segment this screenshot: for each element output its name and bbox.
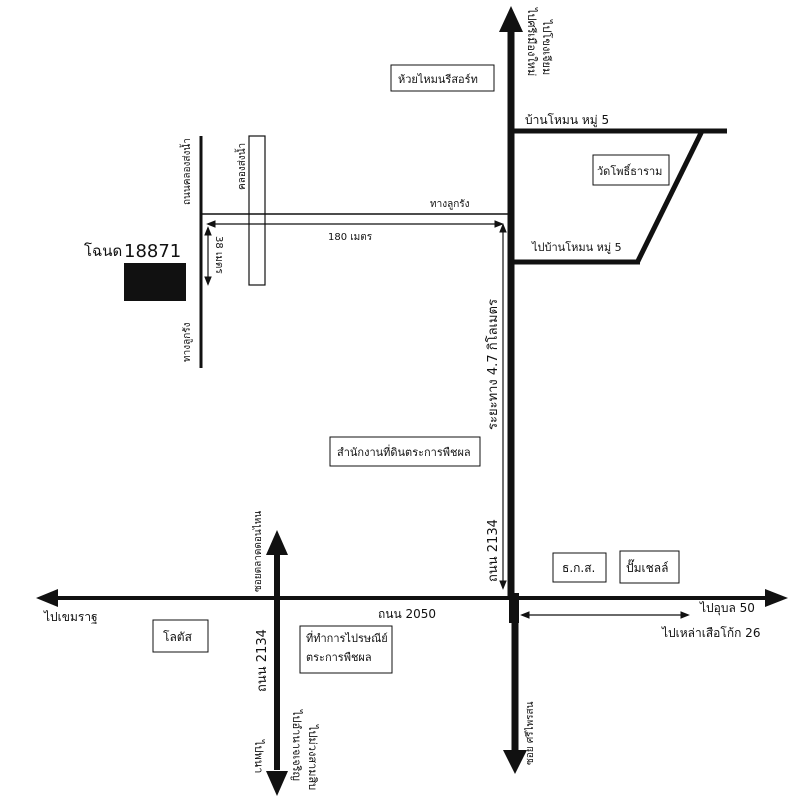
label-laterite-left: ทางลูกรัง [182,322,193,362]
west-road-south-arrowhead [266,771,288,796]
lotus-box [152,619,209,653]
label-distance-4-7km: ระยะทาง 4.7 กิโลเมตร [485,299,501,430]
east-arrowhead [765,589,788,607]
south-arrowhead [503,750,527,774]
label-38m: 38 เมตร [213,236,224,274]
label-road-khlong-song-nam: ถนนคลองส่งน้ำ [179,138,193,205]
label-to-lao-suea-kok: ไปเหล่าเสือโก้ก 26 [661,626,760,640]
label-to-amnat-charoen: ไปอำนาจเจริญ [290,709,303,781]
label-wat-pho-tharam: วัดโพธิ์ธาราม [597,163,662,178]
label-baac: ธ.ก.ส. [562,561,595,575]
gas-station-box [619,550,680,584]
west-arrowhead [36,589,58,607]
label-soi-sri-phrai-son: ซอย ศรีไพรสน [524,701,536,765]
junction-marker [509,593,519,623]
label-to-khong-chiam: ไปโขงเจียม [540,19,554,75]
label-road-2134-west: ถนน 2134 [255,629,270,692]
label-gas-station: ปั๊มเชลล์ [626,559,668,575]
label-soi-talat-don-nai: ซอยตลาดดอนไหน [252,511,264,592]
label-land-office: สำนักงานที่ดินตระการพืชผล [337,444,471,459]
label-canal: คลองส่งน้ำ [234,143,248,190]
label-to-sri-mueang-mai: ไปศรีเมืองใหม่ [525,7,538,76]
canal-khlong-song-nam [248,135,266,286]
label-huai-nai-resort: ห้วยไหมนรีสอร์ท [398,73,478,86]
north-arrowhead [499,6,523,32]
label-to-ubon: ไปอุบล 50 [699,601,755,616]
deed-prefix: โฉนด [84,242,122,260]
west-road-arrowhead [266,530,288,555]
label-road-2134-east: ถนน 2134 [486,519,501,582]
road-diagonal [634,129,705,265]
label-lotus: โลตัส [163,630,193,644]
label-to-muang-sam-sip: ไปม่วงสามสิบ [306,724,319,790]
deed-number: 18871 [124,241,181,262]
label-post-office: ที่ทำการไปรษณีย์ ตระการพืชผล [306,632,388,664]
land-office-box [329,436,481,467]
baac-box [552,552,607,583]
land-plot [124,263,186,301]
label-180m: 180 เมตร [328,232,373,243]
label-to-khemarat: ไปเขมราฐ [43,610,98,624]
label-laterite-top: ทางลูกรัง [430,199,470,210]
label-ban-nai-mu5: บ้านโหมน หมู่ 5 [525,113,609,128]
wat-box [592,154,670,186]
huai-nai-resort-box [390,64,495,92]
label-to-ban-nai-mu5: ไปบ้านโหมน หมู่ 5 [531,240,622,254]
label-road-2050: ถนน 2050 [378,607,436,621]
post-office-box [299,625,393,674]
label-to-phana: ไปพนา [252,739,265,773]
